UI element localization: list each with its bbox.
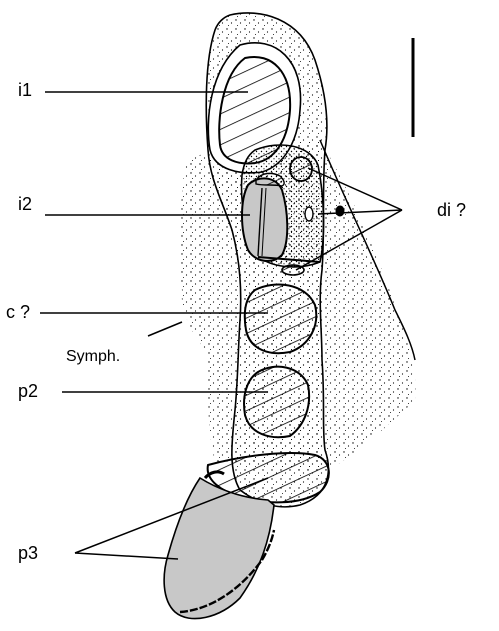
label-i2: i2 bbox=[18, 194, 32, 214]
p3-tooth bbox=[164, 478, 274, 619]
i2-root bbox=[256, 173, 284, 186]
label-c: c ? bbox=[6, 302, 30, 322]
p2-alveolus bbox=[244, 367, 309, 437]
label-p3: p3 bbox=[18, 543, 38, 563]
label-i1: i1 bbox=[18, 80, 32, 100]
c-alveolus bbox=[245, 285, 317, 354]
label-di: di ? bbox=[437, 200, 466, 220]
di-point bbox=[336, 206, 345, 217]
label-symph: Symph. bbox=[66, 348, 120, 365]
i2-tooth bbox=[242, 178, 287, 261]
di-middle bbox=[305, 207, 313, 221]
label-p2: p2 bbox=[18, 381, 38, 401]
leader-p3-a bbox=[75, 553, 178, 559]
leader-symph bbox=[148, 322, 182, 336]
